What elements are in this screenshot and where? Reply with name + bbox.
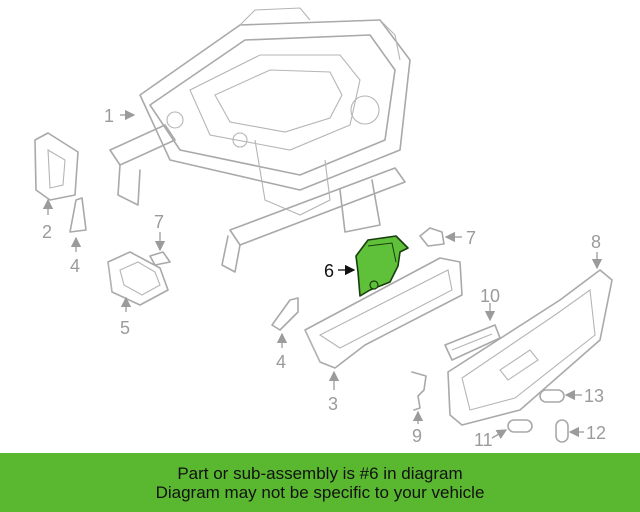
cap-part-left	[149, 251, 171, 266]
callout-10: 10	[480, 286, 500, 306]
callout-2: 2	[42, 222, 52, 242]
callout-5: 5	[120, 318, 130, 338]
cap-part-right	[419, 227, 445, 247]
trim-clip-part-left	[69, 197, 87, 233]
callout-4-top: 4	[70, 256, 80, 276]
knob-part-11	[507, 419, 533, 433]
banner-line-1: Part or sub-assembly is #6 in diagram	[177, 463, 463, 483]
info-banner: Part or sub-assembly is #6 in diagram Di…	[0, 453, 640, 512]
side-shield-part	[304, 257, 463, 369]
callout-leaders	[42, 109, 603, 440]
callout-11: 11	[474, 430, 493, 450]
callout-8: 8	[591, 232, 601, 252]
callout-6: 6	[324, 261, 334, 281]
parts-diagram: 1 2 4 7 5 6 7 8 4 10 3 9 13 11 12	[34, 7, 613, 450]
leader-11	[491, 429, 508, 440]
callout-4-lower: 4	[276, 352, 286, 372]
housing-part	[107, 251, 169, 306]
trim-clip-part-lower	[271, 297, 299, 331]
harness-clip-part	[411, 371, 427, 411]
banner-line-2: Diagram may not be specific to your vehi…	[155, 482, 485, 502]
callout-7-right: 7	[466, 228, 476, 248]
seat-frame-part	[109, 7, 411, 273]
knob-part-12	[555, 419, 569, 443]
callout-9: 9	[412, 426, 422, 446]
highlighted-part-6[interactable]	[355, 235, 409, 297]
switch-part	[444, 324, 501, 361]
knob-part-13	[539, 389, 565, 403]
bracket-part	[34, 132, 79, 201]
callout-labels: 1 2 4 7 5 6 7 8 4 10 3 9 13 11 12	[42, 106, 606, 450]
callout-13: 13	[584, 386, 604, 406]
outer-side-panel-part	[447, 269, 613, 426]
callout-3: 3	[328, 394, 338, 414]
callout-12: 12	[586, 423, 606, 443]
callout-7-left: 7	[154, 212, 164, 232]
callout-1: 1	[104, 106, 114, 126]
